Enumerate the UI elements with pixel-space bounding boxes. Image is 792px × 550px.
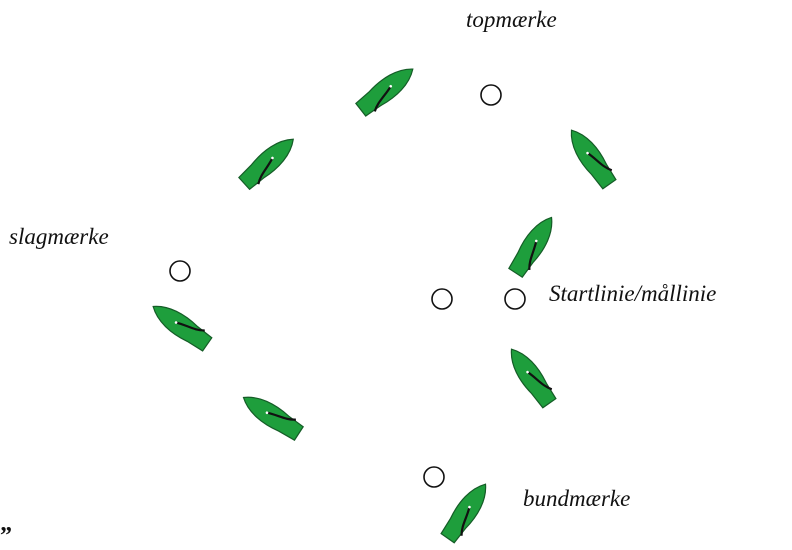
start-pin-mark [431,288,453,310]
gybe-mark-label: slagmærke [9,224,109,249]
stray-quote-glyph: ” [0,523,12,549]
bottom-mark [423,466,445,488]
boat-6 [501,342,559,411]
start-finish-line-label: Startlinie/mållinie [549,281,717,306]
boat-1 [353,59,421,119]
top-mark [480,84,502,106]
start-committee-mark [504,288,526,310]
boat-8 [438,477,496,544]
top-mark-label: topmærke [466,7,557,32]
boat-7 [236,387,306,444]
boat-2 [236,130,302,193]
boat-5 [146,296,215,354]
bottom-mark-label: bundmærke [523,486,631,511]
boat-3 [561,123,619,192]
boat-4 [505,210,562,280]
gybe-mark [169,260,191,282]
